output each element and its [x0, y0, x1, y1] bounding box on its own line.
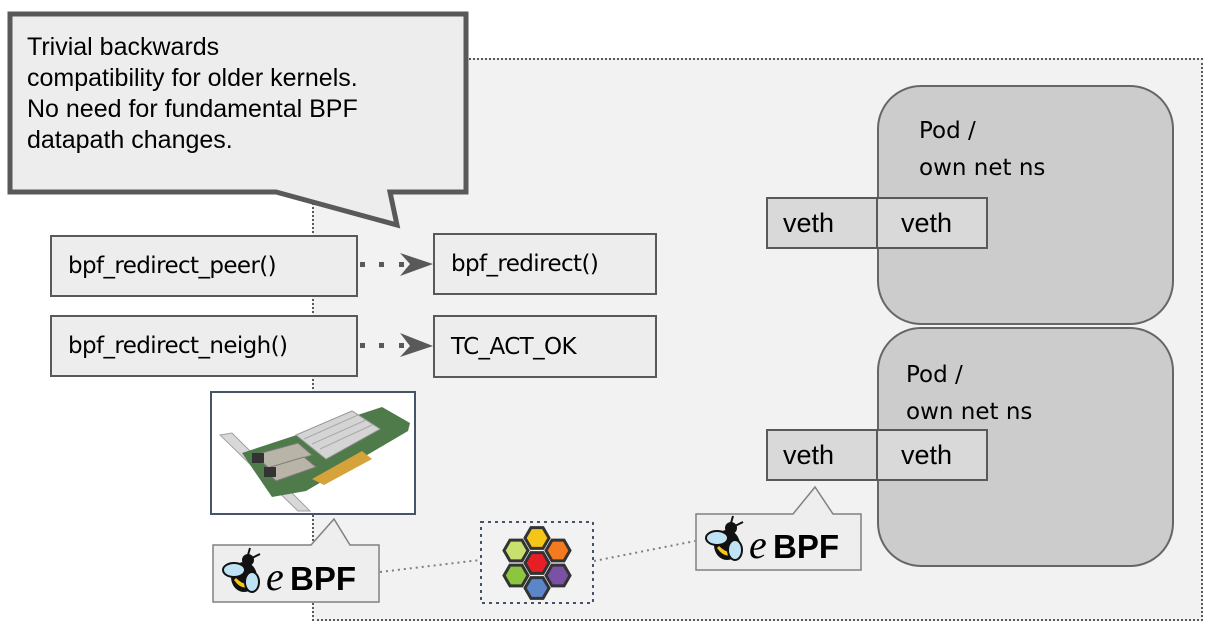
veth-label: veth	[901, 439, 953, 470]
pod-subtitle: own net ns	[919, 155, 1046, 181]
helper-name: bpf_redirect_neigh()	[68, 333, 288, 359]
veth-pod-1: veth	[876, 197, 988, 249]
fallback-name: TC_ACT_OK	[451, 333, 577, 360]
ebpf-label: BPF	[773, 528, 839, 565]
pod-namespace-1: Pod / own net ns	[877, 85, 1174, 325]
fallback-name: bpf_redirect()	[451, 251, 599, 277]
fallback-box-redirect: bpf_redirect()	[433, 233, 657, 295]
veth-label: veth	[901, 207, 953, 238]
hexagon-cluster-icon	[502, 526, 572, 600]
helper-name: bpf_redirect_peer()	[68, 253, 277, 279]
callout-line: compatibility for older kernels.	[27, 64, 358, 92]
bee-icon	[705, 515, 744, 561]
link-line-right	[593, 540, 696, 562]
hive-icon-frame	[480, 521, 594, 604]
pod-title: Pod /	[919, 118, 976, 144]
link-line-left	[379, 559, 481, 573]
hexagon-top-left	[502, 538, 530, 563]
hexagon-top	[523, 526, 551, 550]
arrow-redirect-peer	[360, 253, 433, 276]
callout-line: Trivial backwards	[27, 33, 220, 61]
veth-host-2: veth	[766, 429, 878, 481]
ebpf-label: BPF	[290, 560, 356, 597]
veth-pod-2: veth	[876, 429, 988, 481]
callout-bubble	[7, 11, 469, 229]
ebpf-e-glyph: e	[749, 522, 767, 567]
callout-line: datapath changes.	[27, 126, 233, 154]
fallback-box-tc-act-ok: TC_ACT_OK	[433, 315, 657, 378]
ebpf-badge-nic: e BPF	[212, 517, 380, 603]
hexagon-bottom-left	[502, 563, 530, 588]
callout-text: Trivial backwards compatibility for olde…	[27, 32, 467, 156]
nic-image	[210, 391, 416, 515]
veth-label: veth	[783, 439, 835, 470]
hexagon-top-right	[544, 538, 572, 563]
bee-icon	[222, 547, 261, 593]
pod-subtitle: own net ns	[906, 399, 1033, 425]
helper-box-redirect-neigh: bpf_redirect_neigh()	[50, 315, 358, 377]
hexagon-center	[523, 551, 551, 575]
ebpf-e-glyph: e	[266, 554, 284, 599]
hexagon-bottom-right	[544, 563, 572, 588]
network-card-icon	[218, 407, 410, 512]
hexagon-bottom	[523, 576, 551, 600]
veth-label: veth	[783, 207, 835, 238]
pod-title: Pod /	[906, 362, 963, 388]
arrow-redirect-neigh	[360, 333, 433, 357]
ebpf-badge-veth: e BPF	[695, 485, 862, 571]
callout-line: No need for fundamental BPF	[27, 95, 358, 123]
helper-box-redirect-peer: bpf_redirect_peer()	[50, 235, 358, 297]
